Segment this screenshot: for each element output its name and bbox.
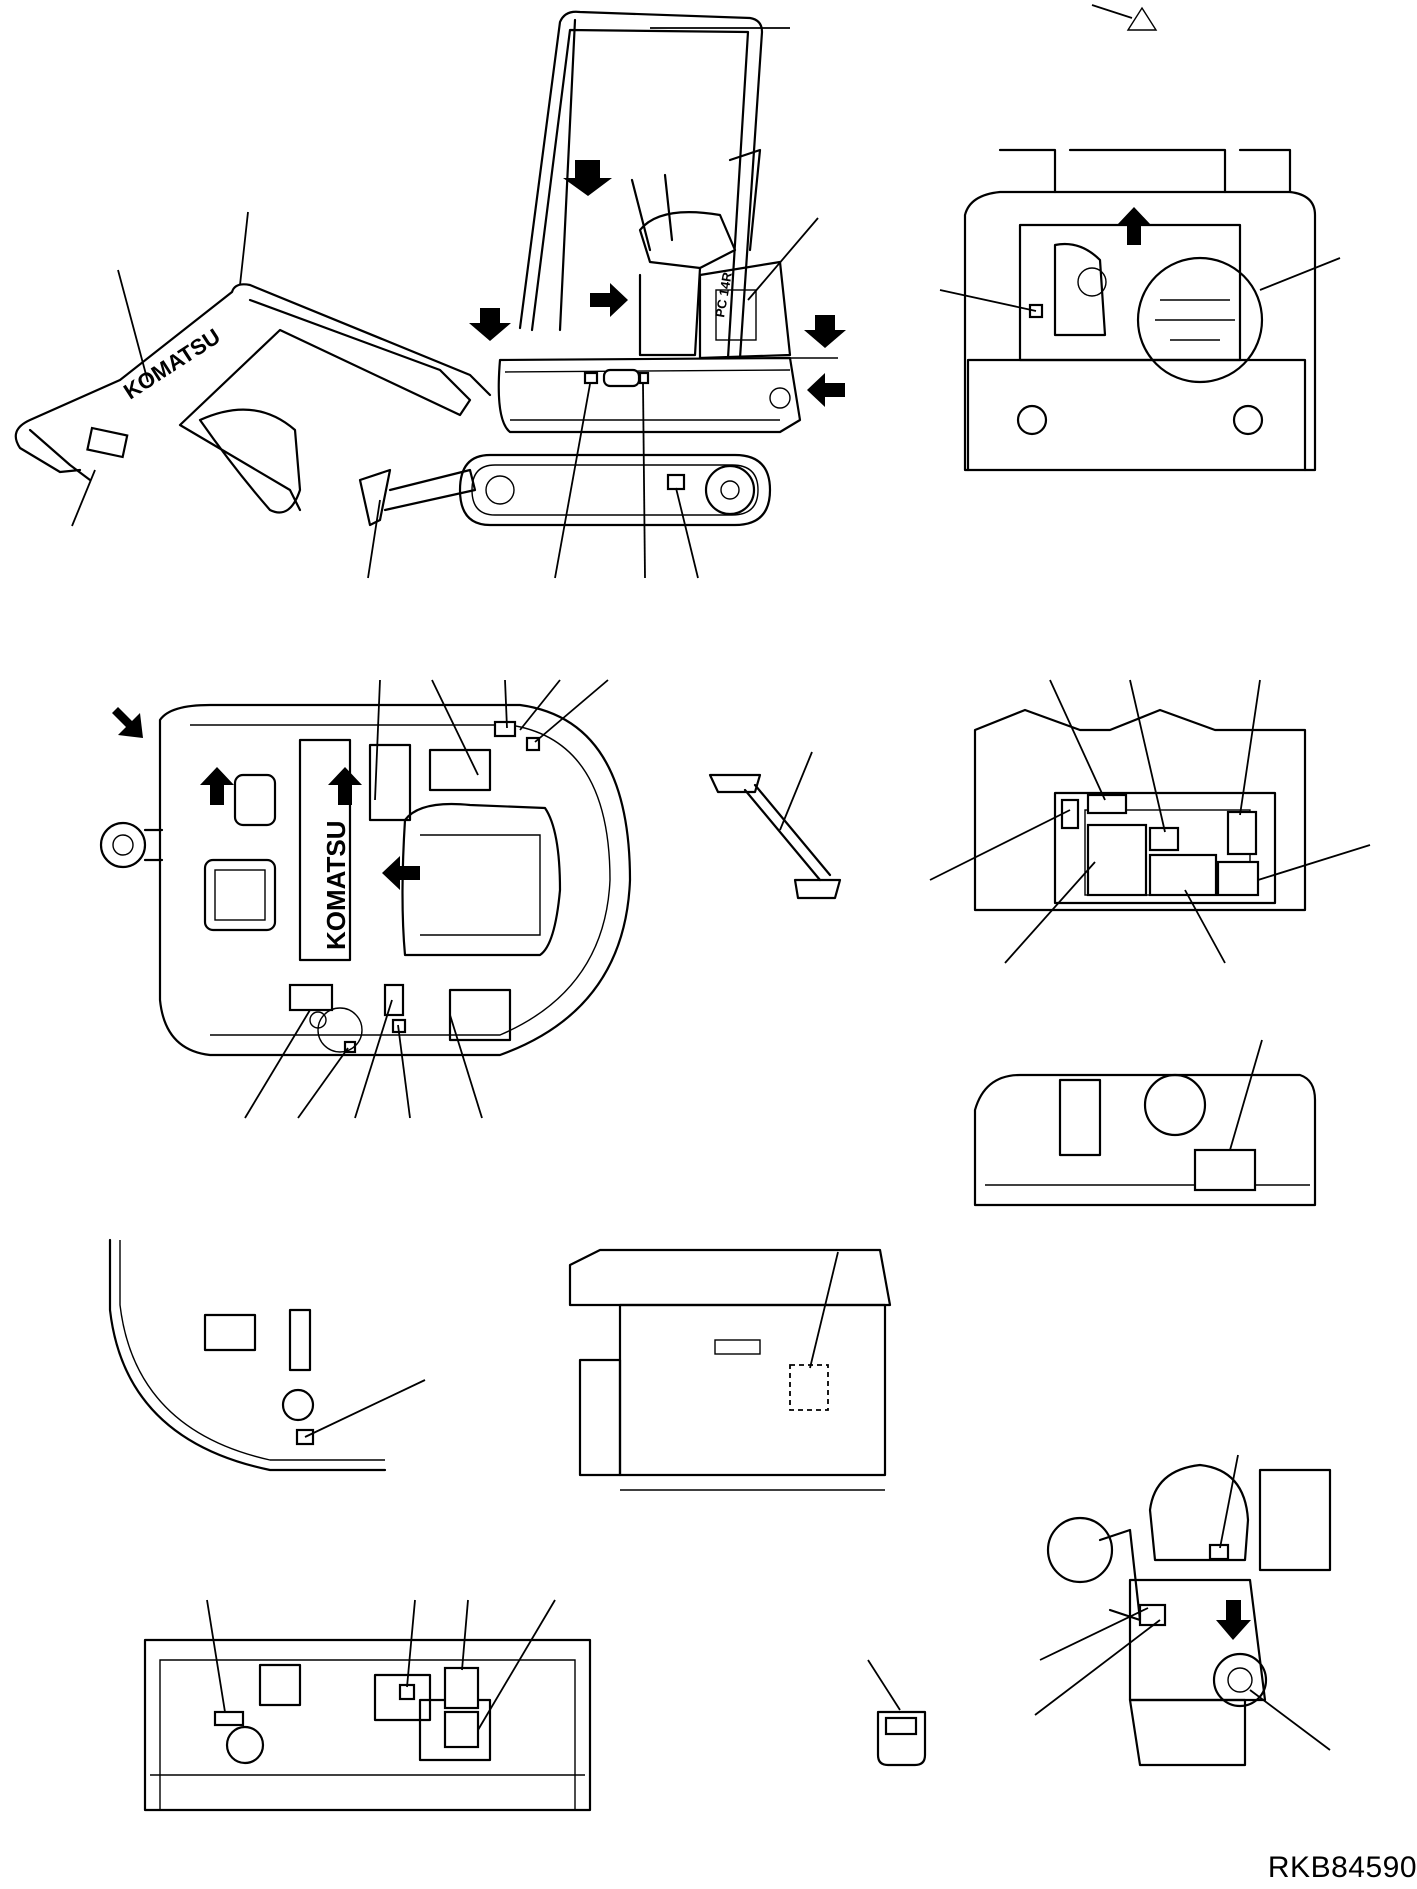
damper-part-view (708, 751, 842, 900)
cover-side-view (973, 1039, 1317, 1207)
machine-top-view: KOMATSU (99, 679, 632, 1119)
counterweight-rear-view (143, 1599, 592, 1812)
engine-view (1034, 1454, 1332, 1767)
floor-corner-view (108, 1238, 426, 1472)
machine-rear-view (939, 148, 1341, 472)
machine-side-view: PC 14R KOMATSU (14, 10, 846, 579)
tank-cover-view (568, 1248, 892, 1491)
komatsu-logo-hood: KOMATSU (321, 820, 351, 950)
drawing-reference-code: RKB84590 (1267, 1851, 1417, 1884)
small-part-view (867, 1659, 927, 1767)
operator-panel-view (929, 679, 1371, 964)
revision-mark (1091, 4, 1158, 31)
